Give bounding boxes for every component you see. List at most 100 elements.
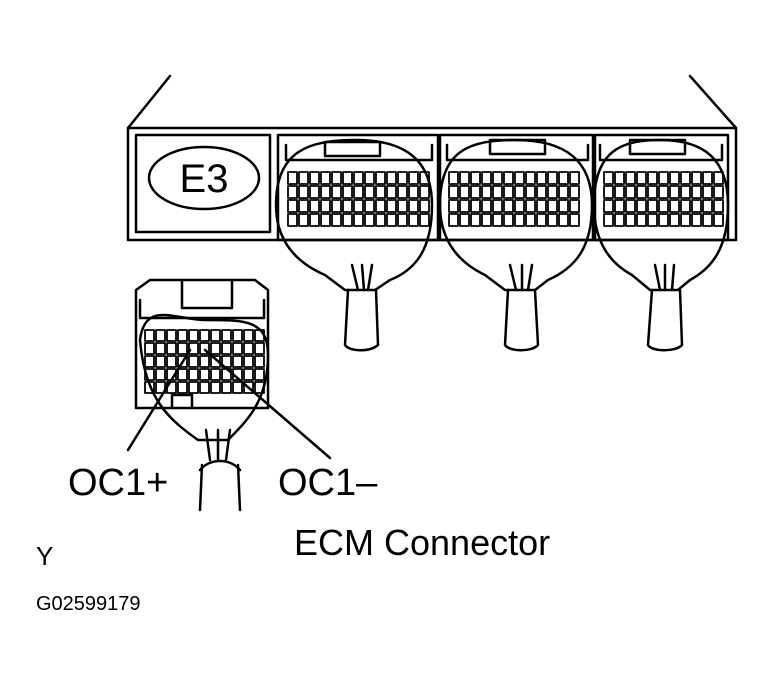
connector-pin [210,368,221,381]
connector-pin [199,355,210,368]
connector-pin [177,329,188,342]
connector-pin [188,342,199,355]
connector-pin [199,342,210,355]
connector-pin [481,199,492,213]
connector-pin [647,199,658,213]
connector-pin [221,381,232,394]
connector-pin [669,171,680,185]
connector-pin [287,199,298,213]
connector-pin [603,213,614,227]
view-marker: Y [36,541,53,571]
connector-pin [386,213,397,227]
connector-pin [569,185,580,199]
connector-pin [625,213,636,227]
connector-pin [254,355,265,368]
connector-pin [713,199,724,213]
connector-pin [364,199,375,213]
connector-pin [419,185,430,199]
connector-pin [536,213,547,227]
connector-pin [603,185,614,199]
connector-pin [459,213,470,227]
connector-pin [364,185,375,199]
connector-pin [492,185,503,199]
connector-pin [492,171,503,185]
ecm-harness-2 [438,138,594,352]
connector-pin [558,171,569,185]
connector-pin [342,185,353,199]
connector-pin [342,171,353,185]
leader-lines [126,348,332,460]
connector-pin [221,329,232,342]
connector-pin [503,213,514,227]
connector-pin [503,199,514,213]
connector-pin [309,171,320,185]
connector-pin [625,185,636,199]
connector-pin [309,213,320,227]
ecm-socket-3-pin-grid [603,171,724,227]
connector-pin [680,199,691,213]
connector-pin [625,171,636,185]
connector-pin [375,171,386,185]
connector-pin [232,342,243,355]
connector-pin [547,213,558,227]
connector-pin [603,199,614,213]
connector-pin [408,185,419,199]
connector-pin [525,171,536,185]
connector-pin [713,185,724,199]
connector-pin [569,171,580,185]
connector-pin [547,185,558,199]
connector-pin [353,199,364,213]
connector-pin [625,199,636,213]
connector-pin [669,185,680,199]
connector-pin [199,368,210,381]
connector-pin [298,213,309,227]
connector-pin [397,199,408,213]
connector-pin [243,381,254,394]
connector-pin [232,381,243,394]
connector-pin [525,185,536,199]
connector-pin [254,368,265,381]
connector-pin [342,213,353,227]
connector-pin [188,368,199,381]
connector-pin [210,329,221,342]
connector-pin [547,171,558,185]
connector-pin [503,171,514,185]
ecm-socket-1-pin-grid [287,171,430,227]
connector-pin [459,199,470,213]
connector-pin [658,213,669,227]
connector-pin [155,368,166,381]
connector-pin [470,199,481,213]
connector-pin [514,199,525,213]
connector-pin [481,185,492,199]
connector-pin [680,171,691,185]
detached-connector-pin-grid [144,329,265,394]
connector-pin [144,355,155,368]
connector-pin [636,185,647,199]
oc1-minus-leader [203,348,332,460]
e3-badge-text: E3 [180,157,229,201]
connector-pin [232,355,243,368]
connector-pin [243,342,254,355]
connector-pin [254,342,265,355]
connector-pin [514,171,525,185]
connector-pin [397,213,408,227]
connector-pin [702,213,713,227]
connector-pin [408,199,419,213]
connector-pin [658,199,669,213]
connector-pin [210,381,221,394]
connector-pin [481,213,492,227]
connector-pin [636,199,647,213]
connector-pin [166,329,177,342]
connector-pin [221,342,232,355]
connector-pin [188,329,199,342]
e3-badge: E3 [147,145,261,211]
connector-pin [166,342,177,355]
connector-pin [680,185,691,199]
connector-pin [536,185,547,199]
connector-pin [386,199,397,213]
connector-pin [419,199,430,213]
connector-pin [320,213,331,227]
connector-pin [342,199,353,213]
connector-pin [514,213,525,227]
